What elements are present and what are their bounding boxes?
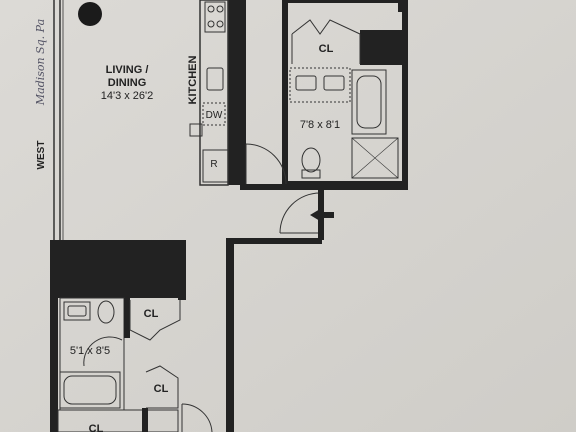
closet-lower-1	[129, 300, 181, 341]
handwritten-note: Madison Sq. Pa	[34, 19, 47, 106]
bath1-closet	[291, 19, 361, 64]
corridor-left-wall	[178, 240, 186, 300]
west-label: WEST	[36, 141, 47, 170]
closet-lower-1-label: CL	[144, 308, 159, 320]
hall-top-wall-right	[324, 184, 408, 190]
kitchen-sink-icon	[206, 67, 224, 91]
column-marker	[78, 2, 102, 26]
refrigerator-label: R	[210, 159, 217, 170]
closet-lower-2	[145, 365, 179, 409]
refrigerator-box	[202, 149, 229, 183]
west-window-wall	[53, 0, 64, 240]
closet-lower-3	[57, 409, 179, 432]
bath1-door-swing	[245, 143, 287, 185]
hall-top-wall	[240, 184, 318, 190]
dishwasher-label: DW	[206, 110, 223, 121]
kitchen-wall	[199, 0, 246, 186]
bedroom-wall-block	[50, 240, 180, 298]
entry-arrow-icon	[310, 209, 334, 221]
dishwasher-box	[202, 102, 226, 126]
bedroom-outer-wall	[50, 240, 58, 432]
corridor-right-wall	[226, 238, 234, 432]
bath1-toilet-icon	[301, 147, 321, 173]
bath1-dimensions: 7'8 x 8'1	[300, 119, 340, 131]
stove-icon	[204, 1, 226, 33]
living-dimensions: 14'3 x 26'2	[101, 90, 154, 102]
living-label-line1: LIVING /	[106, 64, 149, 76]
bath1-sink-left-icon	[295, 75, 317, 91]
counter-stub	[189, 123, 203, 137]
entry-door-swing	[279, 192, 321, 234]
bath2-dimensions: 5'1 x 8'5	[70, 345, 110, 357]
bath1-sink-right-icon	[323, 75, 345, 91]
closet-lower-3-label: CL	[89, 423, 104, 432]
kitchen-label: KITCHEN	[187, 56, 199, 105]
bath2-area	[59, 297, 125, 411]
bath1-tub-inner	[356, 75, 382, 129]
bath1-vanity	[289, 67, 351, 103]
bath1-shower-icon	[351, 137, 399, 179]
hall-lower-wall	[226, 238, 322, 244]
bedroom-door-swing	[181, 403, 213, 432]
closet-lower-2-label: CL	[154, 383, 169, 395]
living-label-line2: DINING	[108, 77, 147, 89]
bath1-closet-label: CL	[319, 43, 334, 55]
bath1-tub-icon	[351, 69, 387, 135]
